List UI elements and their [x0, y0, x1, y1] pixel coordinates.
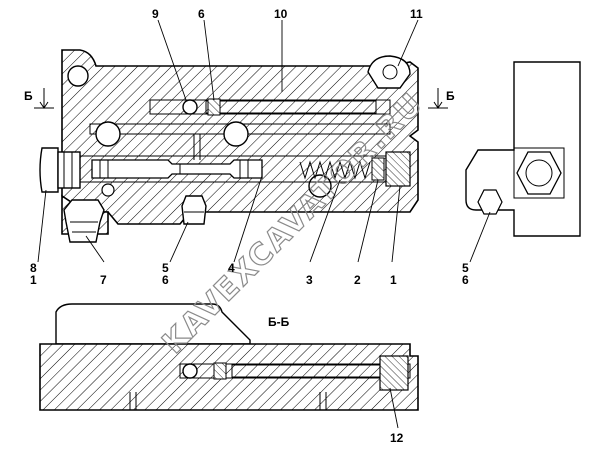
bb-bore [179, 363, 411, 379]
port-hole-2 [223, 121, 249, 147]
bb-top-flange [55, 303, 251, 345]
bb-plug-12 [379, 355, 409, 391]
callout-3: 3 [306, 273, 313, 287]
port-hole-top [67, 65, 89, 87]
callout-4: 4 [228, 261, 235, 275]
callout-7: 7 [100, 273, 107, 287]
fitting-7 [63, 199, 105, 243]
check-ball-9 [182, 99, 198, 115]
callout-11: 11 [410, 7, 423, 21]
callout-5-side: 5 [462, 261, 469, 275]
section-bb-title: Б-Б [268, 315, 290, 329]
bb-check-ball [182, 363, 198, 379]
hex-bolt-small [477, 189, 503, 215]
callout-9: 9 [152, 7, 159, 21]
callout-6-top: 6 [198, 7, 205, 21]
plug-1 [385, 151, 411, 187]
seal-6-upper [207, 98, 221, 116]
end-cap-flange [57, 151, 81, 189]
callout-5-mid: 5 [162, 261, 169, 275]
section-marker-right: Б [428, 88, 455, 109]
upper-bore [149, 99, 391, 115]
section-mark-left: Б [24, 89, 33, 103]
bb-body [39, 343, 419, 411]
spring-3 [299, 160, 371, 180]
callout-12: 12 [390, 431, 404, 445]
main-section-view [39, 49, 419, 243]
spool [91, 159, 263, 179]
port-hole-3 [308, 174, 332, 198]
callout-6-mid: 6 [162, 273, 169, 287]
port-hole-1 [95, 121, 121, 147]
hex-nut-large [516, 151, 562, 195]
callout-labels: 9 6 10 11 8 1 7 5 6 4 3 2 1 5 6 12 [30, 7, 469, 445]
side-view [465, 61, 581, 237]
callout-2: 2 [354, 273, 361, 287]
callout-1-right: 1 [390, 273, 397, 287]
section-marker-left: Б [24, 88, 54, 109]
banjo-11 [367, 55, 411, 89]
piston-10 [205, 100, 377, 114]
leader-lines [37, 19, 491, 429]
check-ball-small [101, 183, 115, 197]
callout-8: 8 [30, 261, 37, 275]
callout-1-left: 1 [30, 273, 37, 287]
fitting-5-6 [181, 195, 207, 225]
bb-seal [213, 362, 227, 380]
end-cap-8 [39, 147, 59, 193]
callout-6-side: 6 [462, 273, 469, 287]
section-mark-right: Б [446, 89, 455, 103]
callout-10: 10 [274, 7, 288, 21]
section-bb-view: Б-Б [39, 303, 419, 411]
